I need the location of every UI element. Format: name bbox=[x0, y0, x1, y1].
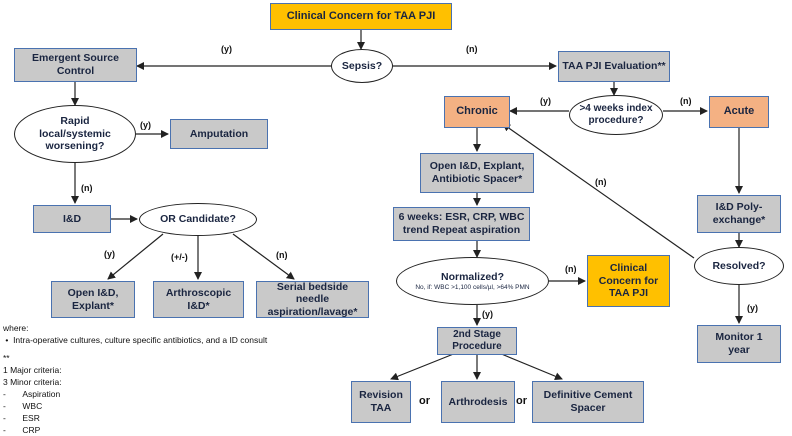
edge-label-rapid-no: (n) bbox=[81, 183, 93, 193]
footnote-major: 1 Major criteria: bbox=[3, 365, 62, 375]
criteria-item: - WBC bbox=[3, 401, 43, 411]
four-weeks-decision: >4 weeks index procedure? bbox=[569, 95, 663, 135]
taa-pji-evaluation: TAA PJI Evaluation** bbox=[558, 51, 670, 82]
footnote-where: where: bbox=[3, 323, 29, 333]
edge-or-open bbox=[107, 233, 164, 280]
criteria-aspiration: Aspiration bbox=[22, 389, 61, 399]
edge-label-normalized-no: (n) bbox=[565, 264, 577, 274]
criteria-item: - ESR bbox=[3, 413, 40, 423]
monitor-box: Monitor 1 year bbox=[697, 325, 781, 363]
footnote-minor: 3 Minor criteria: bbox=[3, 377, 62, 387]
poly-exchange-box: I&D Poly-exchange* bbox=[697, 195, 781, 233]
cement-spacer-box: Definitive Cement Spacer bbox=[532, 381, 644, 423]
footnotes: where: • Intra-operative cultures, cultu… bbox=[3, 322, 267, 436]
edge-secondstage-cement bbox=[498, 352, 563, 381]
revision-taa-box: Revision TAA bbox=[351, 381, 411, 423]
acute-box: Acute bbox=[709, 96, 769, 128]
edge-label-or-plusminus: (+/-) bbox=[171, 252, 188, 262]
arthroscopic-box: Arthroscopic I&D* bbox=[153, 281, 244, 318]
six-weeks-box: 6 weeks: ESR, CRP, WBC trend Repeat aspi… bbox=[393, 207, 530, 241]
resolved-decision: Resolved? bbox=[694, 247, 784, 285]
edge-label-weeks-yes: (y) bbox=[540, 96, 551, 106]
edge-label-sepsis-yes: (y) bbox=[221, 44, 232, 54]
edge-label-or-yes: (y) bbox=[104, 249, 115, 259]
criteria-wbc: WBC bbox=[22, 401, 43, 411]
serial-aspiration-box: Serial bedside needle aspiration/lavage* bbox=[256, 281, 369, 318]
edge-label-weeks-no: (n) bbox=[680, 96, 692, 106]
criteria-esr: ESR bbox=[22, 413, 40, 423]
edge-label-normalized-yes: (y) bbox=[482, 309, 493, 319]
criteria-item: - Aspiration bbox=[3, 389, 61, 399]
antibiotic-spacer-box: Open I&D, Explant, Antibiotic Spacer* bbox=[420, 153, 534, 193]
emergent-source-control: Emergent Source Control bbox=[14, 48, 137, 82]
normalized-label: Normalized? bbox=[440, 271, 504, 284]
edge-label-sepsis-no: (n) bbox=[466, 44, 478, 54]
amputation-box: Amputation bbox=[170, 119, 268, 149]
edge-secondstage-revision bbox=[390, 352, 457, 381]
normalized-criteria-note: No, if: WBC >1,100 cells/µl, >64% PMN bbox=[415, 283, 530, 291]
edge-or-serial bbox=[232, 233, 295, 280]
edge-label-rapid-yes: (y) bbox=[140, 120, 151, 130]
or-candidate-decision: OR Candidate? bbox=[139, 203, 257, 236]
rapid-worsening-decision: Rapid local/systemic worsening? bbox=[14, 105, 136, 163]
chronic-box: Chronic bbox=[444, 96, 510, 128]
or-word-2: or bbox=[516, 395, 527, 407]
edge-resolved-chronic bbox=[502, 123, 695, 259]
footnote-bullet: • Intra-operative cultures, culture spec… bbox=[3, 335, 268, 345]
or-word-1: or bbox=[419, 395, 430, 407]
clinical-concern-start: Clinical Concern for TAA PJI bbox=[270, 3, 452, 30]
edge-label-resolved-yes: (y) bbox=[747, 303, 758, 313]
edge-label-resolved-no: (n) bbox=[595, 177, 607, 187]
footnote-bullet-text: Intra-operative cultures, culture specif… bbox=[13, 335, 268, 345]
arthrodesis-box: Arthrodesis bbox=[441, 381, 515, 423]
open-explant-box: Open I&D, Explant* bbox=[51, 281, 135, 318]
id-box: I&D bbox=[33, 205, 111, 233]
edge-label-or-no: (n) bbox=[276, 250, 288, 260]
second-stage-box: 2nd Stage Procedure bbox=[437, 327, 517, 355]
criteria-item: - CRP bbox=[3, 425, 41, 435]
clinical-concern-repeat: Clinical Concern for TAA PJI bbox=[587, 255, 670, 307]
footnote-stars: ** bbox=[3, 353, 10, 363]
normalized-decision: Normalized? No, if: WBC >1,100 cells/µl,… bbox=[396, 257, 549, 305]
sepsis-decision: Sepsis? bbox=[331, 49, 393, 83]
criteria-crp: CRP bbox=[22, 425, 41, 435]
